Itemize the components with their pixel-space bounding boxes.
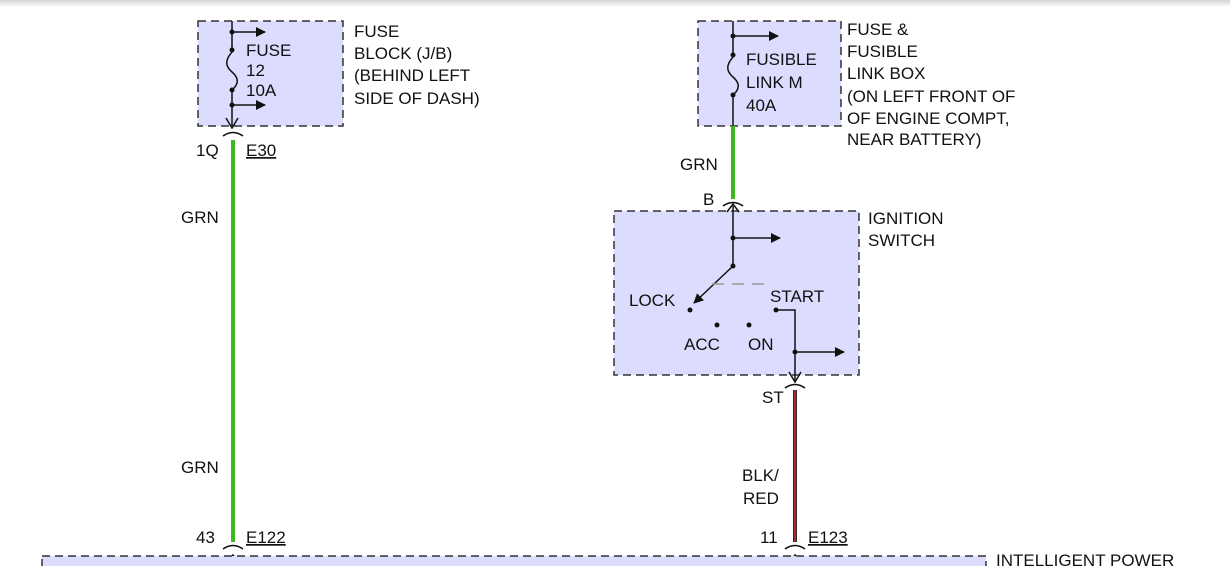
ignition-lock-label: LOCK: [629, 291, 676, 310]
fusible-box-title-4: (ON LEFT FRONT OF: [847, 87, 1015, 106]
fuse-number: 12: [246, 61, 265, 80]
fusible-box-title-2: FUSIBLE: [847, 42, 918, 61]
ignition-output-pin: ST: [762, 388, 784, 407]
fuse-block-title-1: FUSE: [354, 22, 399, 41]
wire-right-lower-color-2: RED: [743, 489, 779, 508]
connector-e123-pin: 11: [760, 528, 778, 547]
fuse-block-title-4: SIDE OF DASH): [354, 89, 480, 108]
wire-right-upper-color: GRN: [680, 155, 718, 174]
fusible-junction-dot: [730, 33, 736, 39]
connector-st-arrow: [788, 371, 802, 384]
fusible-link-box: FUSIBLE LINK M 40A FUSE & FUSIBLE LINK B…: [697, 20, 1015, 149]
fusible-link-name: LINK M: [746, 73, 803, 92]
fuse-element-symbol: [226, 51, 238, 91]
wire-left-lower-color: GRN: [181, 458, 219, 477]
fuse-junction-dot-2: [229, 102, 235, 108]
connector-e122-name: E122: [246, 528, 286, 547]
connector-b-symbol: [722, 201, 744, 207]
fusible-top-dot: [730, 52, 736, 58]
fusible-box-title-3: LINK BOX: [847, 64, 925, 83]
connector-e30-pin: 1Q: [196, 141, 219, 160]
fusible-link-rating: 40A: [746, 96, 777, 115]
connector-e122-pin: 43: [196, 528, 215, 547]
fuse-top-dot: [229, 47, 235, 53]
ignition-switch-title-1: IGNITION: [868, 209, 944, 228]
fuse-rating: 10A: [246, 81, 277, 100]
ignition-on-label: ON: [748, 335, 774, 354]
fusible-box-title-5: OF ENGINE COMPT,: [847, 109, 1009, 128]
ignition-switch-title-2: SWITCH: [868, 231, 935, 250]
intelligent-power-module: INTELLIGENT POWER: [41, 551, 1174, 566]
fuse-junction-dot: [229, 29, 235, 35]
ignition-input-pin: B: [703, 190, 714, 209]
connector-st-symbol: [784, 383, 806, 389]
ignition-start-line: [776, 309, 796, 382]
wire-right-lower-color-1: BLK/: [742, 466, 779, 485]
connector-e123-name: E123: [808, 528, 848, 547]
connector-e122: 43 E122: [196, 528, 286, 564]
connector-e30-name: E30: [246, 141, 276, 160]
fusible-box-title-6: NEAR BATTERY): [847, 130, 981, 149]
ignition-acc-label: ACC: [684, 335, 720, 354]
connector-e30-arrow: [225, 117, 239, 130]
ignition-start-label: START: [770, 287, 824, 306]
connector-e123: 11 E123: [760, 528, 848, 564]
ignition-switch: B LOCK START ACC ON IGNITION SWITCH ST: [613, 190, 944, 407]
fusible-link-symbol: [727, 56, 739, 96]
fuse-label: FUSE: [246, 41, 291, 60]
wire-left-upper-color: GRN: [181, 208, 219, 227]
connector-e122-symbol: [222, 544, 244, 550]
connector-e30-symbol: [222, 131, 244, 137]
ignition-acc-contact: [714, 322, 720, 328]
connector-e30: 1Q E30: [196, 117, 276, 160]
fuse-block: FUSE 12 10A FUSE BLOCK (J/B) (BEHIND LEF…: [197, 20, 480, 127]
connector-b-arrow: [726, 202, 740, 213]
fuse-block-box: [197, 20, 344, 127]
top-edge-shadow: [0, 0, 1230, 7]
connector-e123-symbol: [784, 544, 806, 550]
fuse-block-title-2: BLOCK (J/B): [354, 44, 452, 63]
ignition-on-contact: [746, 322, 752, 328]
intelligent-power-module-title: INTELLIGENT POWER: [996, 551, 1174, 566]
fuse-block-title-3: (BEHIND LEFT: [354, 66, 470, 85]
intelligent-power-module-box: [41, 555, 987, 566]
fusible-box-title-1: FUSE &: [847, 20, 909, 39]
fusible-link-label: FUSIBLE: [746, 50, 817, 69]
ignition-lock-contact: [687, 307, 693, 313]
